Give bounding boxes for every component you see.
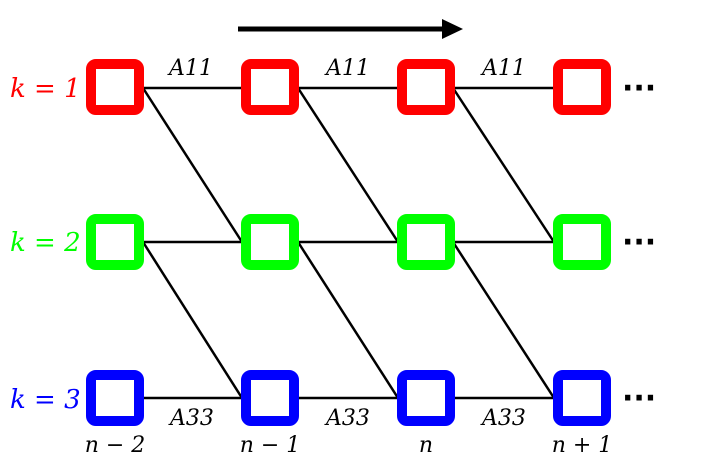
edge-label-bottom: A33 bbox=[480, 406, 526, 431]
state-node bbox=[241, 214, 299, 270]
state-node bbox=[553, 370, 611, 426]
edge-k2-k3-1 bbox=[296, 241, 400, 399]
state-row-k1 bbox=[86, 59, 611, 115]
state-node bbox=[241, 59, 299, 115]
state-node bbox=[241, 370, 299, 426]
continuation-dots: ··· bbox=[622, 71, 656, 106]
state-node bbox=[397, 370, 455, 426]
edge-label-top: A11 bbox=[167, 56, 213, 81]
continuation-dots: ··· bbox=[622, 225, 656, 260]
state-node bbox=[397, 59, 455, 115]
edge-label-bottom: A33 bbox=[168, 406, 214, 431]
transition-edges bbox=[141, 86, 556, 400]
edge-k2-k3-2 bbox=[451, 241, 556, 399]
state-node bbox=[553, 59, 611, 115]
edge-label-top: A11 bbox=[480, 56, 526, 81]
column-label: n + 1 bbox=[552, 433, 613, 458]
state-node bbox=[553, 214, 611, 270]
state-node bbox=[86, 59, 144, 115]
state-label-k2: k = 2 bbox=[10, 228, 81, 258]
column-label: n − 2 bbox=[85, 433, 146, 458]
state-row-k3 bbox=[86, 370, 611, 426]
state-row-k2 bbox=[86, 214, 611, 270]
state-label-k1: k = 1 bbox=[10, 74, 81, 104]
direction-arrow bbox=[238, 19, 463, 39]
edge-k1-k2-1 bbox=[296, 87, 400, 243]
edge-k1-k2-0 bbox=[141, 87, 244, 243]
state-node bbox=[86, 214, 144, 270]
column-label: n − 1 bbox=[240, 433, 301, 458]
edge-k1-k2-2 bbox=[451, 87, 556, 243]
state-node bbox=[86, 370, 144, 426]
state-node bbox=[397, 214, 455, 270]
edge-label-bottom: A33 bbox=[324, 406, 370, 431]
edge-label-top: A11 bbox=[324, 56, 370, 81]
state-label-k3: k = 3 bbox=[10, 385, 81, 415]
continuation-dots: ··· bbox=[622, 381, 656, 416]
edge-k2-k3-0 bbox=[141, 241, 244, 399]
column-label: n bbox=[419, 433, 433, 458]
